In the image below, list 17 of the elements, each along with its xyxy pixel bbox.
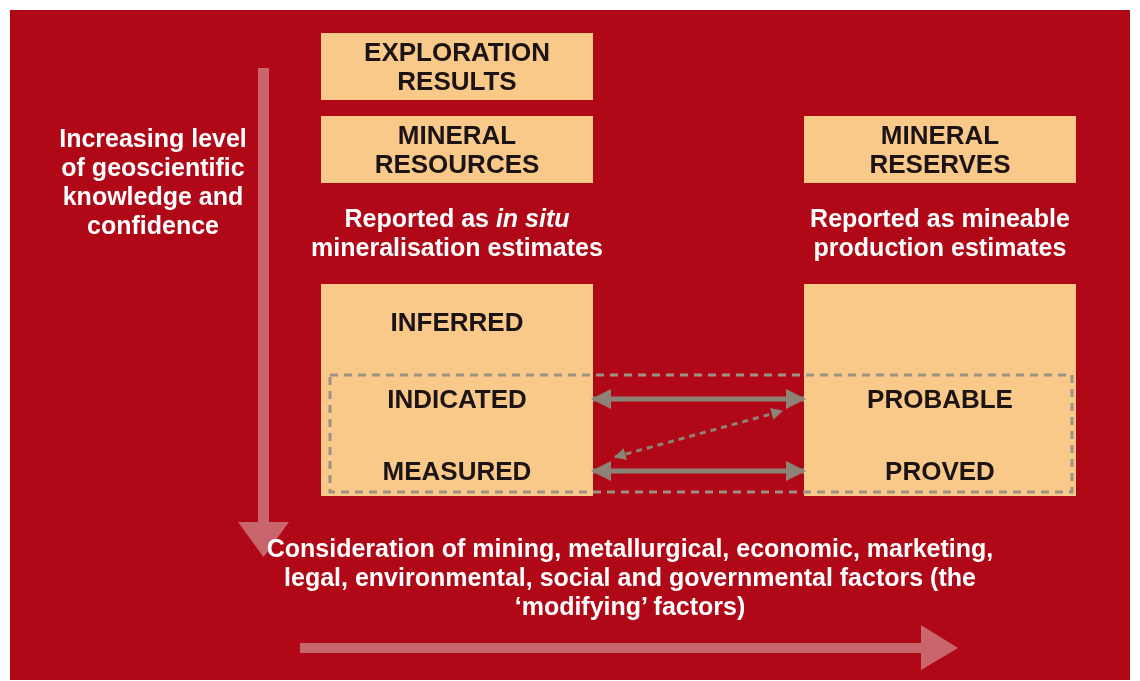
category-label: PROVED: [804, 448, 1076, 494]
category-box: [321, 284, 593, 496]
double-arrow: [591, 461, 806, 481]
category-label: INDICATED: [321, 376, 593, 422]
factors-note: Consideration of mining, metallurgical, economic, marketing, legal, environmental, social and governmental factors (the ‘modifying’ factors): [265, 534, 995, 621]
category-box: MINERAL RESOURCES: [321, 116, 593, 183]
double-arrow: [613, 408, 784, 460]
double-arrow: [591, 389, 806, 409]
category-label: MEASURED: [321, 448, 593, 494]
category-box: MINERAL RESERVES: [804, 116, 1076, 183]
category-note: Reported as mineable production estimates: [809, 204, 1071, 262]
category-label: INFERRED: [321, 294, 593, 350]
category-box: [804, 284, 1076, 496]
axis-caption: Increasing level of geoscientific knowledge and confidence: [58, 124, 248, 240]
category-note: Reported as in situ mineralisation estimates: [310, 204, 604, 262]
category-box: EXPLORATION RESULTS: [321, 33, 593, 100]
category-label: PROBABLE: [804, 376, 1076, 422]
